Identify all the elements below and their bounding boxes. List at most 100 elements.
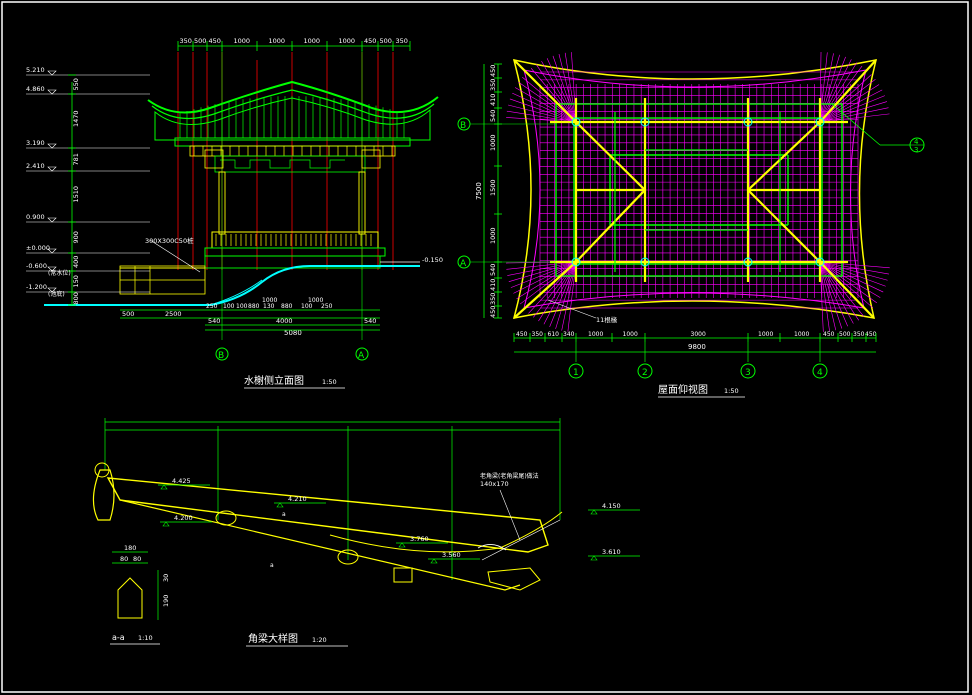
elev-bot-dim-2: 540 [208,317,220,325]
elevation-title: 水榭侧立面图 [244,374,304,387]
plan-axis-bubble-1 [568,363,584,379]
section-dim-180: 180 [124,544,136,552]
plan-axis-3: 3 [745,368,751,378]
plan-left-total: 7500 [475,182,483,200]
plan-left-dim: 1500 [489,179,497,196]
plan-bot-dim: 450 [823,331,835,338]
beam-level-1: 4.210 [288,495,307,503]
plan-bot-dim: 340 [563,331,575,338]
plan-left-dim: 450 [489,306,497,318]
plan-left-dim: 410 [489,279,497,291]
section-dim-30: 30 [162,574,170,582]
plan-bot-dim: 1000 [758,331,773,338]
plan-axis-bubble-4 [812,363,828,379]
axis-b-label: B [218,351,224,361]
plan-axis-b: B [460,121,466,131]
plan-left-dim: 540 [489,110,497,122]
elev-top-dim: 450 [209,37,221,45]
plan-left-dim: 540 [489,264,497,276]
elev-level-3: 2.410 [26,162,45,170]
plan-bot-dim: 610 [548,331,560,338]
callout-bottom: 3 [914,146,918,154]
plan-note: 11根椽 [596,315,618,324]
elev-level-5: ±0.000 [26,244,50,252]
elev-top-dim: 500 [194,37,206,45]
elev-bot-dim: 250 [321,303,333,310]
plan-axis-bubble-2 [637,363,653,379]
elev-bot-dim: 880 [248,303,260,310]
plan-bot-dim: 500 [839,331,851,338]
plan-axis-a: A [460,259,467,269]
elev-left-dim: 800 [72,292,80,304]
elev-level-7: -1.200 [26,283,47,291]
section-dim-80a: 80 [120,555,128,563]
elev-level-4: 0.900 [26,213,45,221]
plan-bot-dim: 3000 [691,331,706,338]
beam-level-3: 3.760 [410,535,429,543]
elev-top-dim: 350 [396,37,408,45]
section-dim-190: 190 [162,595,170,607]
column-node [815,117,825,127]
column-node [640,257,650,267]
beam-mark-a-2: a [282,511,286,518]
axis-a-label: A [358,351,365,361]
plan-left-dim: 410 [489,94,497,106]
elev-top-dim: 350 [180,37,192,45]
column-node [743,117,753,127]
elev-bot-dim: 130 [263,303,275,310]
plan-scale: 1:50 [724,387,739,395]
elev-bot-dim: 100 [301,303,313,310]
elev-bot-dim: 250 [206,303,218,310]
beam-scale: 1:20 [312,636,327,644]
elev-top-dim: 450 [364,37,376,45]
elev-left-dim: 1470 [72,110,80,127]
plan-left-dim: 350 [489,79,497,91]
elev-left-dim: 150 [72,275,80,287]
elev-bot-dim-2: 540 [364,317,376,325]
plan-axis-2: 2 [642,368,648,378]
elev-left-dim: 781 [72,153,80,165]
elev-top-dim: 1000 [304,37,321,45]
plan-axis-a-bubble [457,255,471,269]
section-scale: 1:10 [138,634,153,642]
elev-bot-dim-2: 2500 [165,310,182,318]
elev-total: 5080 [284,329,302,337]
elevation-scale: 1:50 [322,378,337,386]
beam-level-5: 4.150 [602,502,621,510]
plan-axis-bubble-3 [740,363,756,379]
elev-bot-dim: 880 [281,303,293,310]
elev-bot-dim: 100 [236,303,248,310]
beam-mark-a: a [270,562,274,569]
elev-bot-dim-2: 4000 [276,317,293,325]
plan-left-dim: 1000 [489,134,497,151]
elev-bot-dim: 100 [223,303,235,310]
plan-axis-b-bubble [457,117,471,131]
elev-left-dim: 550 [72,78,80,90]
plan-left-dim: 350 [489,293,497,305]
axis-a-bubble [355,347,369,361]
elev-top-dim: 1000 [269,37,286,45]
elev-level-6: -0.600 [26,262,47,270]
plan-bot-dim: 1000 [623,331,638,338]
plan-bot-dim: 350 [853,331,865,338]
beam-level-6: 3.610 [602,548,621,556]
elev-bot-dim-2: 500 [122,310,134,318]
axis-b-bubble [215,347,229,361]
plan-bot-dim: 450 [865,331,877,338]
plan-bottom-total: 9800 [688,343,706,351]
elev-level-2: 3.190 [26,139,45,147]
column-node [571,257,581,267]
plan-bot-dim: 350 [532,331,544,338]
column-node [815,257,825,267]
column-node [571,117,581,127]
elev-top-dim: 1000 [339,37,356,45]
elev-top-dim: 1000 [234,37,251,45]
beam-level-4: 3.560 [442,551,461,559]
plan-title: 屋面仰视图 [658,383,708,396]
beam-level-2: 4.200 [174,514,193,522]
